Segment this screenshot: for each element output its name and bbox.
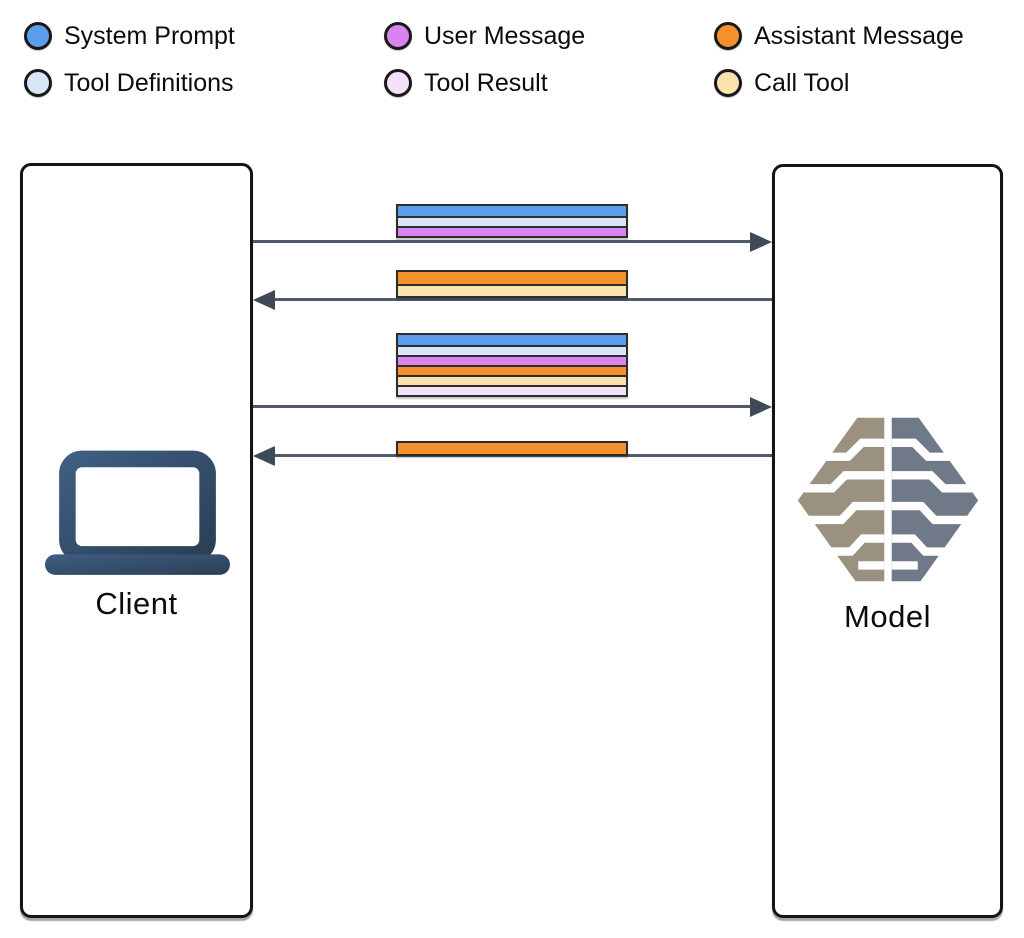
legend-item-label: System Prompt [64, 22, 235, 50]
legend-item-tool_definitions: Tool Definitions [24, 69, 235, 97]
legend-item-label: Tool Definitions [64, 69, 234, 97]
message-bar-assistant_message [396, 441, 628, 456]
flow-arrowhead-left [253, 445, 275, 466]
message-stack [396, 333, 628, 397]
message-bar-user_message [396, 226, 628, 238]
legend-item-user_message: User Message [384, 22, 585, 50]
flow-arrow-line-client-to-model [253, 240, 750, 243]
model-box [772, 164, 1003, 918]
legend-item-call_tool: Call Tool [714, 69, 964, 97]
flow-arrowhead-right [750, 231, 772, 252]
legend-item-assistant_message: Assistant Message [714, 22, 964, 50]
message-stack [396, 441, 628, 456]
legend-swatch-icon [24, 22, 52, 50]
legend-swatch-icon [384, 69, 412, 97]
message-bar-call_tool [396, 284, 628, 298]
brain-icon [795, 414, 981, 585]
legend-item-label: User Message [424, 22, 586, 50]
legend-swatch-icon [384, 22, 412, 50]
flow-arrow-line-client-to-model [253, 405, 750, 408]
legend-item-tool_result: Tool Result [384, 69, 585, 97]
message-bar-tool_result [396, 385, 628, 397]
message-stack [396, 270, 628, 298]
model-label: Model [844, 599, 931, 634]
message-stack [396, 204, 628, 238]
client-label: Client [95, 586, 178, 621]
legend-item-label: Call Tool [754, 69, 850, 97]
legend-swatch-icon [714, 69, 742, 97]
legend-item-label: Assistant Message [754, 22, 964, 50]
flow-arrow-line-model-to-client [275, 298, 772, 301]
legend-item-system_prompt: System Prompt [24, 22, 235, 50]
laptop-icon [45, 449, 230, 576]
legend-item-label: Tool Result [424, 69, 548, 97]
flow-arrowhead-left [253, 289, 275, 310]
flow-arrowhead-right [750, 396, 772, 417]
legend-swatch-icon [24, 69, 52, 97]
legend-swatch-icon [714, 22, 742, 50]
